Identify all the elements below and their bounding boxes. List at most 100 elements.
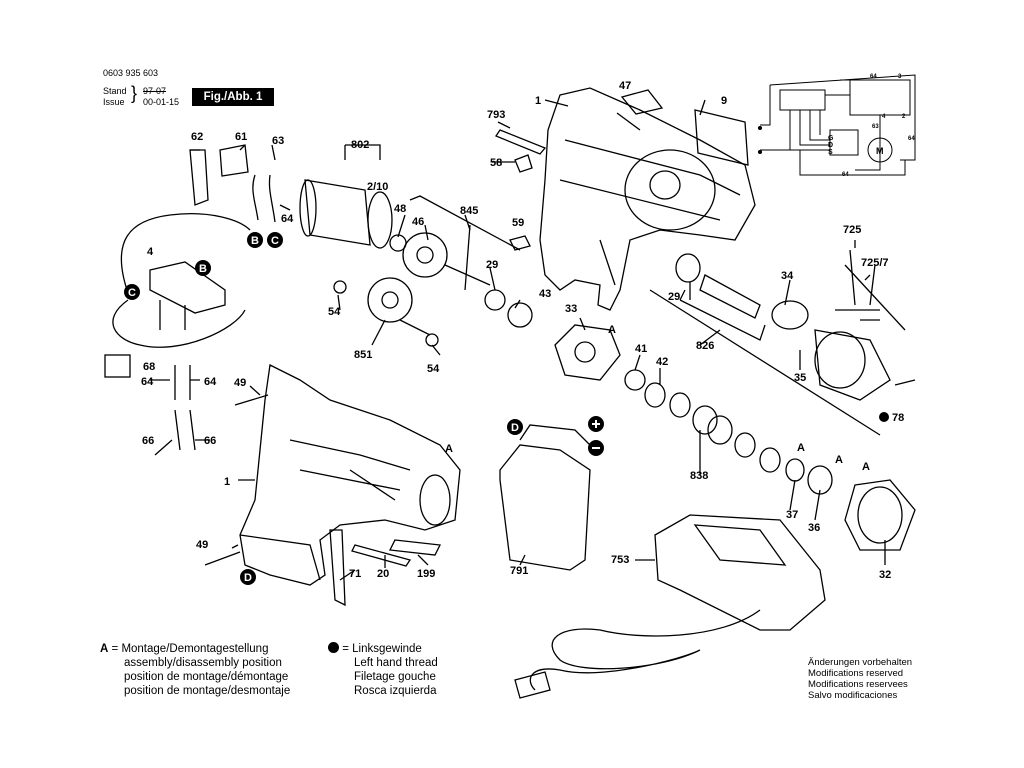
label-58: 58: [490, 157, 502, 169]
marker-a-5: A: [862, 461, 870, 473]
charger: [654, 514, 826, 631]
battery-pack: [499, 444, 591, 571]
marker-a-2: A: [608, 324, 616, 336]
label-36: 36: [808, 522, 820, 534]
legend-dot-line-2: Left hand thread: [354, 657, 438, 669]
terminal-g: G: [828, 135, 834, 142]
wire-64a: 64: [870, 74, 877, 80]
svg-text:D: D: [244, 572, 252, 584]
figure-label: Fig./Abb. 1: [192, 88, 274, 106]
label-43: 43: [539, 288, 551, 300]
housing-lower: [239, 364, 461, 586]
marker-a-4: A: [835, 454, 843, 466]
bearing-29b: [675, 253, 701, 283]
clutch-sleeve: [844, 479, 916, 551]
part-labels: 1 1 4 9 20 29 29 32 33 34 35 36 37 41 42…: [141, 80, 904, 581]
pin: [495, 129, 547, 155]
chuck-key: [844, 264, 906, 331]
label-838: 838: [690, 470, 708, 482]
label-826: 826: [696, 340, 714, 352]
label-725: 725: [843, 224, 861, 236]
label-48: 48: [394, 203, 406, 215]
wire-64b: 64: [908, 136, 915, 142]
marker-a-1: A: [445, 443, 453, 455]
label-2-10: 2/10: [367, 181, 388, 193]
housing-upper: [539, 87, 756, 311]
marker-a-3: A: [797, 442, 805, 454]
minus-icon: [588, 440, 604, 456]
label-793: 793: [487, 109, 505, 121]
label-37: 37: [786, 509, 798, 521]
label-64-wire: 64: [281, 213, 294, 225]
schematic-switch: [779, 89, 826, 111]
wire-3: 3: [898, 74, 902, 80]
label-1-lower: 1: [224, 476, 230, 488]
label-68: 68: [143, 361, 155, 373]
mod-line-4: Salvo modificaciones: [808, 690, 898, 701]
mod-line-2: Modifications reserved: [808, 668, 904, 679]
label-851: 851: [354, 349, 372, 361]
label-34: 34: [781, 270, 794, 282]
stand-old-date: 97-07: [143, 86, 167, 96]
legend-dot-line-1: Linksgewinde: [352, 643, 422, 655]
strip-20: [351, 544, 412, 567]
marker-c-1: C: [267, 232, 283, 248]
label-42: 42: [656, 356, 668, 368]
wire-4: 4: [882, 114, 886, 120]
label-791: 791: [510, 565, 528, 577]
marker-b-2: B: [195, 260, 211, 276]
label-46: 46: [412, 216, 424, 228]
label-61: 61: [235, 131, 247, 143]
label-199: 199: [417, 568, 435, 580]
spindle: [699, 274, 761, 319]
label-33: 33: [565, 303, 577, 315]
label-71: 71: [349, 568, 361, 580]
issue-label: Issue: [103, 97, 125, 107]
svg-text:D: D: [511, 422, 519, 434]
marker-c-2: C: [124, 284, 140, 300]
switch: [149, 261, 226, 330]
wire-63: 63: [872, 124, 879, 130]
label-9: 9: [721, 95, 727, 107]
label-32: 32: [879, 569, 891, 581]
legend-dot-line-4: Rosca izquierda: [354, 685, 437, 697]
spring-62: [189, 149, 209, 206]
legend-a-line-4: position de montage/desmontaje: [124, 685, 291, 697]
label-66-left: 66: [142, 435, 154, 447]
label-plate: [620, 89, 664, 115]
ring-gear: [507, 302, 533, 328]
legend-eq-2: =: [342, 643, 349, 655]
legend-eq: =: [111, 643, 119, 655]
label-49-lower: 49: [196, 539, 208, 551]
rating-plate: [694, 109, 749, 166]
label-47: 47: [619, 80, 631, 92]
mod-line-3: Modifications reservees: [808, 679, 908, 690]
gear-851: [367, 277, 413, 323]
label-725-7: 725/7: [861, 257, 889, 269]
legend-dot-line-3: Filetage gouche: [354, 671, 436, 683]
clip: [514, 154, 533, 173]
bearing-48: [389, 234, 407, 252]
legend-a-line-3: position de montage/démontage: [124, 671, 289, 683]
schematic-motor: [867, 137, 893, 163]
svg-text:C: C: [128, 287, 136, 299]
plug: [514, 671, 551, 699]
label-802: 802: [351, 139, 369, 151]
legend-a-line-2: assembly/disassembly position: [124, 657, 282, 669]
label-78: 78: [892, 412, 904, 424]
motor: [304, 179, 371, 246]
label-54-left: 54: [328, 306, 341, 318]
issue-date: 00-01-15: [143, 97, 180, 107]
label-62: 62: [191, 131, 203, 143]
label-35: 35: [794, 372, 806, 384]
schematic-switch-box: [849, 79, 911, 116]
svg-text:B: B: [251, 235, 259, 247]
label-20: 20: [377, 568, 389, 580]
wire-2: 2: [902, 114, 906, 120]
left-thread-dot: [879, 412, 889, 422]
svg-text:B: B: [199, 263, 207, 275]
plus-icon: [588, 416, 604, 432]
motor-symbol: M: [876, 146, 884, 156]
bearing-29: [484, 289, 506, 311]
marker-d-2: D: [507, 419, 523, 435]
